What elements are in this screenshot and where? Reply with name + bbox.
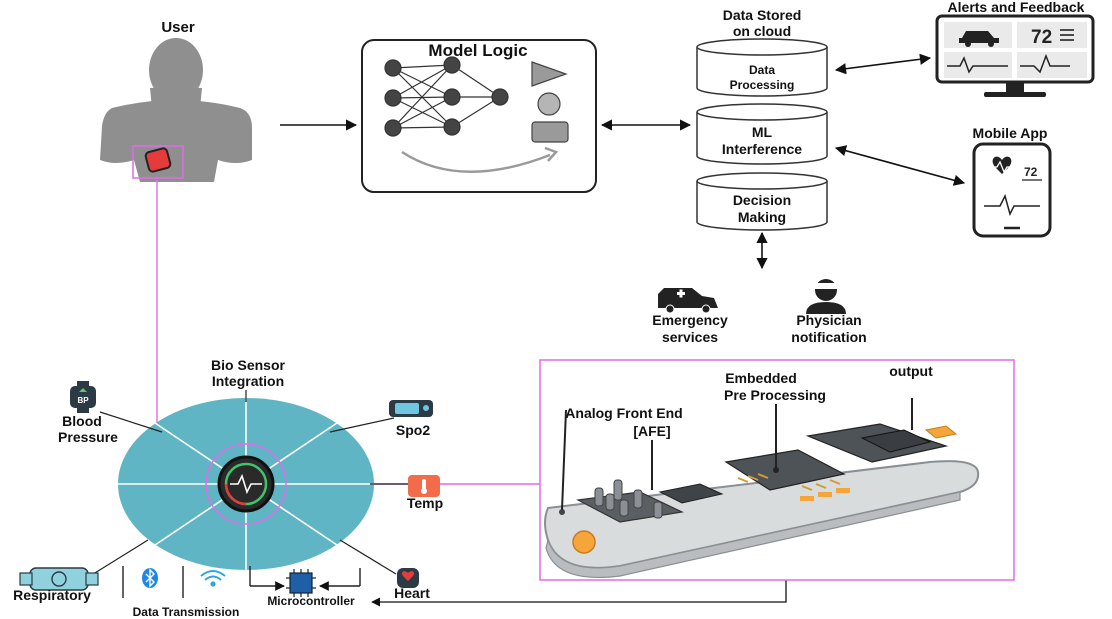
capacitors xyxy=(594,479,663,519)
circuit-board-panel: Analog Front End [AFE] Embedded Pre Proc… xyxy=(539,359,1015,581)
physician-icon xyxy=(815,279,837,301)
output-label: output xyxy=(889,363,933,379)
emergency-services: Emergency services xyxy=(652,288,728,345)
physician-line1: Physician xyxy=(796,312,861,328)
mobile-title: Mobile App xyxy=(973,125,1048,141)
physician-notification: Physician notification xyxy=(791,279,867,345)
triangle-shape-icon xyxy=(531,61,568,87)
heart-sensor: Heart xyxy=(394,568,430,601)
db1-line2: Processing xyxy=(730,78,795,92)
monitor-stand xyxy=(984,92,1046,97)
monitor-panel-3 xyxy=(944,52,1012,78)
list-lines-icon xyxy=(1060,29,1074,41)
microcontroller: Microcontroller xyxy=(267,568,361,608)
emb-line1: Embedded xyxy=(725,370,797,386)
monitor-wave-2 xyxy=(1020,53,1070,74)
board-connector xyxy=(572,530,596,554)
phone-wave xyxy=(984,193,1040,217)
circle-shape-icon xyxy=(537,92,561,116)
alerts-title: Alerts and Feedback xyxy=(948,0,1085,15)
spo2-label: Spo2 xyxy=(396,422,430,438)
lungs-icon xyxy=(51,571,67,587)
feedback-loop-arrow xyxy=(401,150,551,174)
temp-sensor: Temp xyxy=(407,475,443,511)
watch-highlight-ring xyxy=(205,443,287,525)
blood-line2: Pressure xyxy=(58,429,118,445)
microchip-icon xyxy=(289,572,313,594)
monitor-wave-1 xyxy=(947,56,1008,74)
emergency-line1: Emergency xyxy=(652,312,728,328)
small-chip xyxy=(658,483,724,504)
monitor-panel-2 xyxy=(1017,22,1087,48)
pcb-edge xyxy=(545,491,961,579)
cloud-title-line2: on cloud xyxy=(733,23,791,39)
spo2-sensor: Spo2 xyxy=(389,400,433,438)
afe-line1: Analog Front End xyxy=(565,405,682,421)
feedback-loop-arrowhead xyxy=(544,146,559,162)
user-figure: User xyxy=(100,19,252,182)
db-decision-making: Decision Making xyxy=(696,172,828,231)
db-data-processing: Data Processing xyxy=(696,38,828,97)
user-wrist-highlight xyxy=(132,145,184,179)
bio-line1: Bio Sensor xyxy=(211,357,285,373)
model-logic-box: Model Logic xyxy=(361,39,597,193)
alerts-monitor: Alerts and Feedback 72 xyxy=(935,0,1095,97)
neural-network-icon xyxy=(384,56,509,137)
mobile-app: Mobile App 72 xyxy=(972,125,1052,238)
db-ml-interference: ML Interference xyxy=(696,103,828,165)
mobile-readout: 72 xyxy=(1024,165,1038,179)
chip-pins xyxy=(737,473,841,491)
db3-line1: Decision xyxy=(733,192,791,208)
square-shape-icon xyxy=(531,121,569,143)
bp-monitor-icon xyxy=(70,386,96,408)
arrow-cloud-alerts xyxy=(834,53,932,75)
monitor-panel-4 xyxy=(1017,52,1087,78)
bio-sensor-hub: Bio Sensor Integration xyxy=(89,357,412,577)
gold-pads xyxy=(800,488,850,501)
cloud-storage: Data Stored on cloud Data Processing ML … xyxy=(696,7,828,231)
db2-line2: Interference xyxy=(722,141,802,157)
monitor-readout: 72 xyxy=(1031,27,1052,48)
emergency-line2: services xyxy=(662,329,718,345)
user-head xyxy=(149,38,203,102)
ambulance-icon xyxy=(658,288,718,308)
user-label: User xyxy=(161,19,195,36)
emb-line2: Pre Processing xyxy=(724,387,826,403)
wifi-icon xyxy=(200,570,226,587)
blood-pressure-sensor: BP Blood Pressure xyxy=(58,381,118,445)
arrow-cloud-mobile xyxy=(834,145,966,186)
blood-line1: Blood xyxy=(62,413,102,429)
user-torso xyxy=(100,100,252,182)
db3-line2: Making xyxy=(738,209,786,225)
db1-line1: Data xyxy=(749,63,775,77)
heart-label: Heart xyxy=(394,585,430,601)
bp-badge: BP xyxy=(77,396,89,405)
output-connector xyxy=(924,425,958,439)
temp-label: Temp xyxy=(407,495,443,511)
car-icon xyxy=(959,31,999,43)
transmission-label: Data Transmission xyxy=(133,605,240,619)
afe-pointer xyxy=(561,409,567,511)
watch-pulse-icon xyxy=(230,473,262,495)
user-wristband xyxy=(144,147,172,173)
db2-line1: ML xyxy=(752,124,773,140)
physician-line2: notification xyxy=(791,329,866,345)
respiratory-sensor: Respiratory xyxy=(13,567,99,603)
micro-label: Microcontroller xyxy=(267,594,355,608)
afe-line2: [AFE] xyxy=(633,423,670,439)
heart-pulse-icon xyxy=(990,160,1013,174)
respiratory-label: Respiratory xyxy=(13,587,91,603)
monitor-neck xyxy=(1006,82,1024,92)
cloud-title-line1: Data Stored xyxy=(723,7,802,23)
bio-line2: Integration xyxy=(212,373,284,389)
model-logic-title: Model Logic xyxy=(428,41,527,60)
phone-body xyxy=(972,142,1052,238)
data-transmission: Data Transmission xyxy=(122,566,285,619)
